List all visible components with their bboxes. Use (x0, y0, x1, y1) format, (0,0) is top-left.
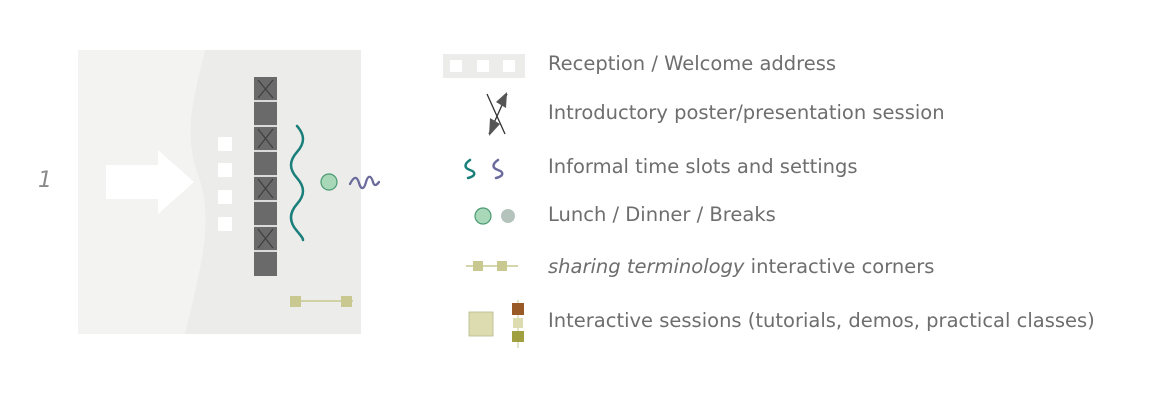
poster-column (254, 77, 277, 276)
legend-lunch-label: Lunch / Dinner / Breaks (548, 203, 776, 226)
interactive-icon (468, 300, 524, 348)
legend-sharing-emphasis: sharing terminology (548, 255, 745, 278)
step-number: 1 (38, 168, 52, 193)
legend-reception-label: Reception / Welcome address (548, 52, 837, 75)
informal-squiggle-purple (348, 175, 381, 190)
reception-markers (218, 137, 232, 231)
entrance-arrow (106, 150, 194, 214)
sharing-corner (290, 296, 353, 307)
legend-sharing-rest: interactive corners (744, 255, 935, 278)
lunch-circle (320, 173, 338, 191)
legend-intro-session-label: Introductory poster/presentation session (548, 101, 945, 124)
informal-icons (464, 158, 504, 180)
reception-icon (443, 54, 525, 78)
lunch-icons (474, 207, 515, 225)
sharing-icon (466, 261, 518, 271)
legend-informal-label: Informal time slots and settings (548, 155, 858, 178)
legend-sharing-label: sharing terminology interactive corners (548, 255, 934, 278)
legend-interactive-label: Interactive sessions (tutorials, demos, … (548, 309, 1095, 332)
informal-wave-teal (289, 124, 305, 242)
intro-session-icon (486, 92, 508, 136)
